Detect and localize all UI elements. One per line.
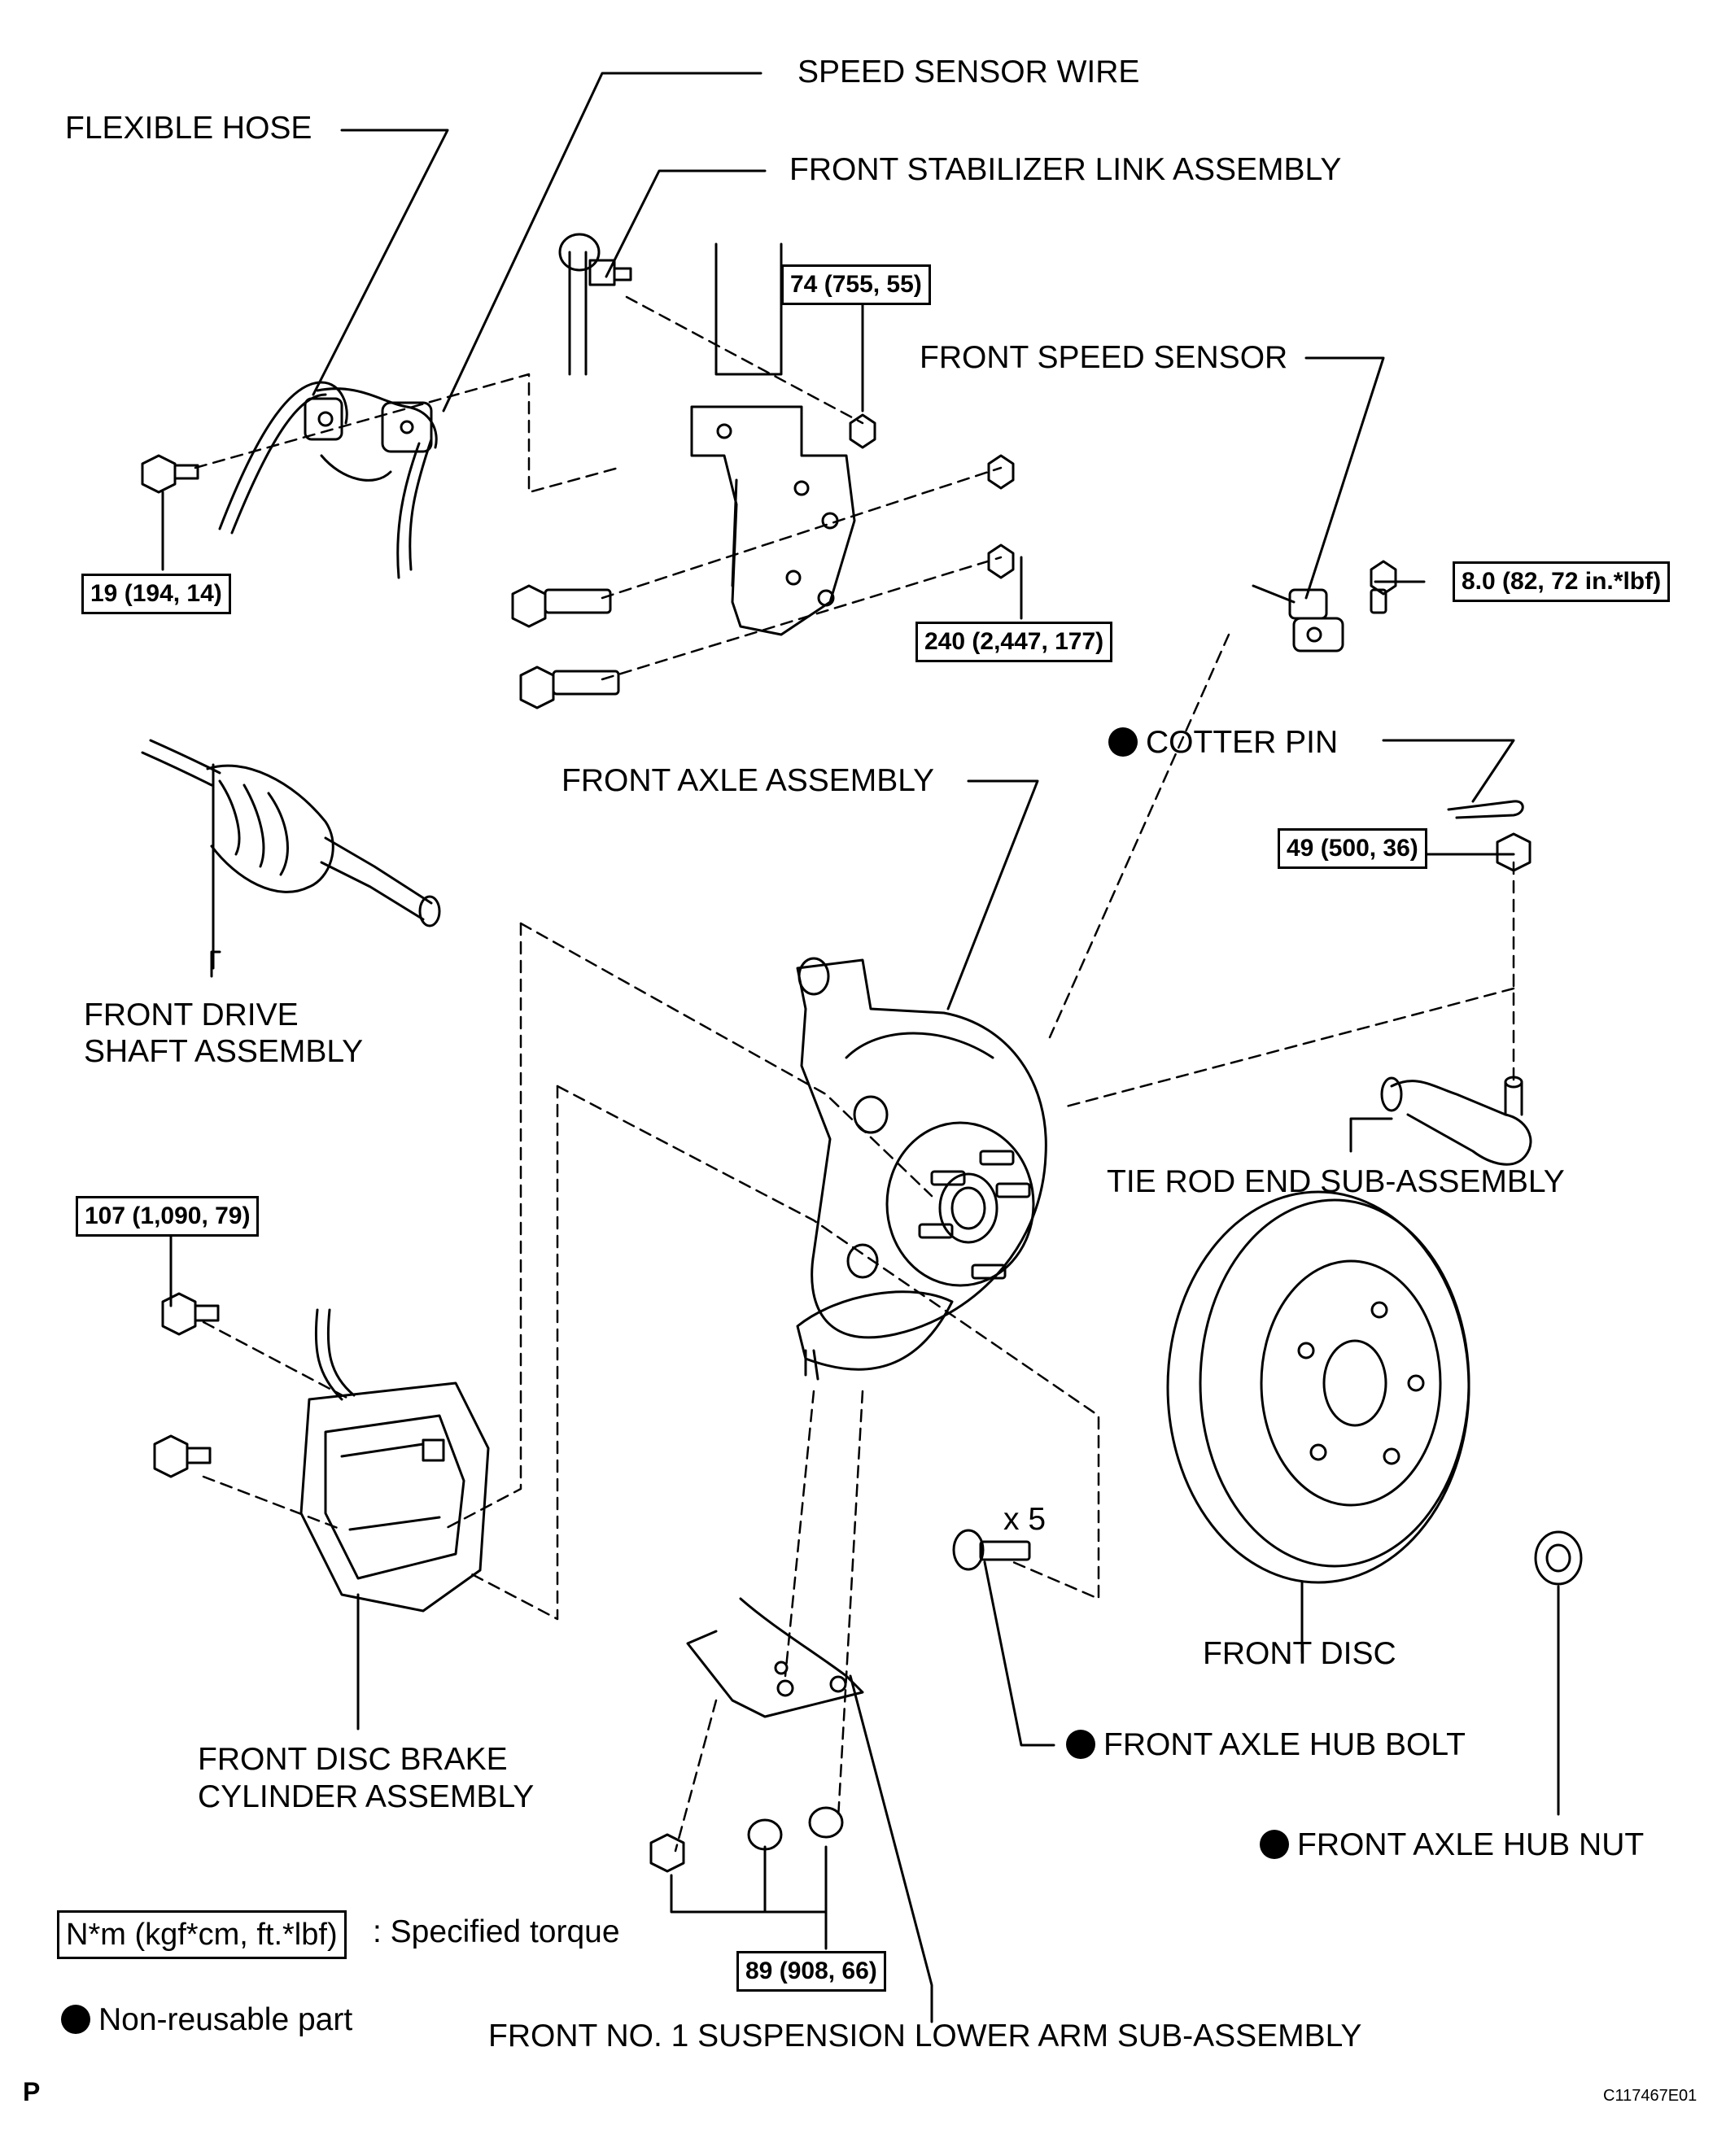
label-front-axle-hub-bolt-text: FRONT AXLE HUB BOLT [1103,1727,1466,1762]
torque-lower-arm: 89 (908, 66) [736,1951,886,1992]
brake-caliper-drawing [299,1308,490,1613]
torque-hose-bolt: 19 (194, 14) [81,574,231,614]
legend-nonreusable-text: Non-reusable part [98,2002,353,2037]
lower-arm-fasteners [649,1806,844,1873]
label-tie-rod-end: TIE ROD END SUB-ASSEMBLY [1107,1164,1565,1199]
hub-nut-drawing [1534,1530,1583,1586]
tie-rod-end-drawing [1380,1076,1532,1166]
stabilizer-link-drawing [558,233,632,376]
torque-stab-nut: 74 (755, 55) [781,264,931,305]
hub-bolt-drawing [952,1529,1031,1571]
label-front-axle-hub-nut-text: FRONT AXLE HUB NUT [1297,1827,1645,1862]
label-front-drive-shaft-1: FRONT DRIVE [84,997,299,1032]
label-front-axle-assembly: FRONT AXLE ASSEMBLY [561,763,935,798]
label-hub-bolt-qty: x 5 [1003,1502,1047,1537]
label-front-disc: FRONT DISC [1203,1636,1396,1671]
legend-torque-box: N*m (kgf*cm, ft.*lbf) [57,1910,347,1959]
castle-nut [1496,832,1532,872]
label-front-axle-hub-nut: FRONT AXLE HUB NUT [1260,1826,1644,1864]
strut-bracket-drawing [690,242,856,636]
torque-strut-bolts: 240 (2,447, 177) [915,622,1113,662]
sensor-bolt [1370,560,1397,614]
cotter-pin-drawing [1447,800,1524,819]
front-speed-sensor-drawing [1252,584,1344,652]
hose-bracket-bolt [141,454,199,494]
front-axle-assembly-drawing [796,957,1047,1381]
figure-code: C117467E01 [1603,2087,1698,2105]
label-cotter-pin: COTTER PIN [1108,724,1338,762]
label-front-disc-brake-cyl-1: FRONT DISC BRAKE [198,1742,508,1777]
label-front-drive-shaft-2: SHAFT ASSEMBLY [84,1034,364,1069]
nonreusable-dot-icon [1066,1730,1095,1759]
caliper-bolts [153,1292,220,1478]
lower-arm-drawing [686,1597,864,1718]
label-front-speed-sensor: FRONT SPEED SENSOR [920,340,1288,375]
label-front-disc-brake-cyl-2: CYLINDER ASSEMBLY [198,1779,535,1814]
alignment-dashes [194,295,1515,1853]
label-front-axle-hub-bolt: FRONT AXLE HUB BOLT [1066,1726,1466,1764]
label-cotter-pin-text: COTTER PIN [1146,725,1339,760]
torque-sensor-bolt: 8.0 (82, 72 in.*lbf) [1453,561,1671,602]
nonreusable-dot-icon [1108,727,1138,757]
strut-nuts [849,413,1015,579]
flexible-hose-and-wire [218,381,438,579]
legend-nonreusable: Non-reusable part [61,2001,352,2039]
label-speed-sensor-wire: SPEED SENSOR WIRE [797,55,1140,89]
label-front-stabilizer-link: FRONT STABILIZER LINK ASSEMBLY [789,152,1342,187]
nonreusable-dot-icon [61,2005,90,2034]
torque-caliper-bolt: 107 (1,090, 79) [76,1196,260,1237]
nonreusable-dot-icon [1260,1830,1289,1859]
drive-shaft-drawing [141,739,441,927]
strut-bolts [511,584,620,709]
legend-torque-text: : Specified torque [373,1914,620,1949]
leader-lines [161,72,1560,2023]
corner-letter: P [23,2077,41,2106]
torque-tie-rod-nut: 49 (500, 36) [1278,828,1427,869]
front-disc-drawing [1166,1190,1470,1584]
label-flexible-hose: FLEXIBLE HOSE [65,111,312,146]
label-lower-arm: FRONT NO. 1 SUSPENSION LOWER ARM SUB-ASS… [488,2019,1362,2053]
